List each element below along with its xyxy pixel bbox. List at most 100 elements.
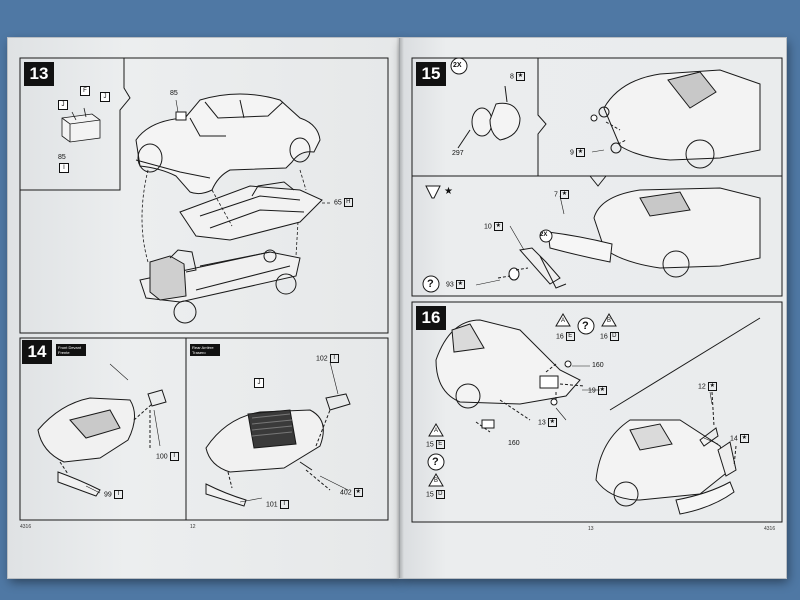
question-circle-16-bottom xyxy=(427,453,445,471)
lens-tag: ★ xyxy=(515,72,525,81)
step-14-frame xyxy=(19,337,389,521)
step-16-frame xyxy=(411,301,783,523)
screw-part-label: 13★ xyxy=(538,418,557,427)
rear-guard-part-number: 12 xyxy=(698,383,706,391)
question-mark-15: ? xyxy=(427,278,434,290)
bezel-part-number: 297 xyxy=(452,150,464,157)
glue-star: ★ xyxy=(444,186,453,197)
floor-tag: H xyxy=(343,198,353,207)
plate-tag: ★ xyxy=(597,386,607,395)
left-page-number: 12 xyxy=(190,524,196,530)
guard-tag: ★ xyxy=(493,222,503,231)
chassis-illustration xyxy=(139,249,301,324)
glue-symbol xyxy=(425,185,441,199)
multiplier-circle-15b xyxy=(539,229,553,243)
floor-pan-illustration xyxy=(179,181,323,241)
front-right-tag: I xyxy=(169,452,179,461)
rear-right-part-number: 402 xyxy=(340,489,352,497)
question-part-label: 93★ xyxy=(446,280,465,289)
rear-top-tag: I xyxy=(329,354,339,363)
question-part-number: 93 xyxy=(446,281,454,289)
car-rear-illustration xyxy=(435,319,585,433)
option-a-bottom: A xyxy=(434,428,439,434)
option-triangle-a-bottom xyxy=(428,423,444,437)
page-gutter xyxy=(396,38,404,578)
rear-chassis-illustration xyxy=(205,393,351,507)
guard-part-number: 10 xyxy=(484,223,492,231)
front-caption: Front Devant Frente xyxy=(56,344,86,356)
rear-right-tag: ★ xyxy=(353,488,363,497)
front-left-part-number: 99 xyxy=(104,491,112,499)
rear-top-part-number: 102 xyxy=(316,355,328,363)
step-16-badge: 16 xyxy=(416,306,446,330)
leader-lines xyxy=(85,99,719,503)
rear-bumper-tag: ★ xyxy=(739,434,749,443)
plate-part-label: 19★ xyxy=(588,386,607,395)
inset-part-number: 85 xyxy=(58,154,66,161)
rear-guard-tag: ★ xyxy=(707,382,717,391)
screw-part-number: 13 xyxy=(538,419,546,427)
left-page-code: 4316 xyxy=(20,524,32,530)
assembly-guides-13 xyxy=(141,169,332,263)
step-14-badge: 14 xyxy=(22,340,52,364)
option-b-top: B xyxy=(607,318,612,324)
right-page-code: 4316 xyxy=(764,526,776,532)
bottom-part15-e-number: 15 xyxy=(426,441,434,449)
option-b-bottom: B xyxy=(434,478,439,484)
rear-right-part-label: 402★ xyxy=(340,488,363,497)
step-15-frame xyxy=(411,57,783,297)
inset-tag-j2: J xyxy=(100,92,110,102)
rear-caption: Rear Arrière Trasero xyxy=(190,344,220,356)
front-left-tag: I xyxy=(113,490,123,499)
guard-multiplier: 2X xyxy=(540,232,548,238)
car-front-illustration-lower xyxy=(497,187,761,289)
front-right-part-number: 100 xyxy=(156,453,168,461)
inset-tag-j1: J xyxy=(58,100,68,110)
guard-part-label: 10★ xyxy=(484,222,503,231)
option-triangle-b-top xyxy=(601,313,617,327)
option-triangle-a-top xyxy=(555,313,571,327)
multiplier-circle-15 xyxy=(450,57,468,75)
parking-part-label: 9★ xyxy=(570,148,585,157)
right-page-number: 13 xyxy=(588,526,594,532)
question-circle-15 xyxy=(422,275,440,293)
option-symbols xyxy=(422,57,617,487)
screw-tag: ★ xyxy=(547,418,557,427)
car-body-illustration xyxy=(135,93,321,195)
step-13-badge: 13 xyxy=(24,62,54,86)
question-circle-16-top xyxy=(577,317,595,335)
plate-part-number: 19 xyxy=(588,387,596,395)
parking-part-number: 9 xyxy=(570,149,574,157)
body-part-number: 85 xyxy=(170,90,178,97)
inset-tag-i: I xyxy=(59,163,69,173)
lens-part-label: 8★ xyxy=(510,72,525,81)
option-a-top: A xyxy=(561,318,566,324)
question-mark-16-bottom: ? xyxy=(432,456,439,468)
rear-guard-part-label: 12★ xyxy=(698,382,717,391)
step-16-diagonal xyxy=(609,317,761,411)
rear-bumper-part-label: 14★ xyxy=(730,434,749,443)
bumper-part-number: 7 xyxy=(554,191,558,199)
car-rear-quarter-illustration xyxy=(595,391,737,515)
question-tag: ★ xyxy=(455,280,465,289)
floor-part-number: 65 xyxy=(334,199,342,207)
option-triangle-b-bottom xyxy=(428,473,444,487)
rear-left-tag: I xyxy=(279,500,289,509)
bottom-light-part-number: 160 xyxy=(508,440,520,447)
part16-e-number: 16 xyxy=(556,333,564,341)
front-chassis-illustration xyxy=(37,389,167,497)
lens-part-number: 8 xyxy=(510,73,514,81)
question-mark-16-top: ? xyxy=(582,320,589,332)
battery-inset xyxy=(61,107,101,143)
bumper-tag: ★ xyxy=(559,190,569,199)
step-15-badge: 15 xyxy=(416,62,446,86)
